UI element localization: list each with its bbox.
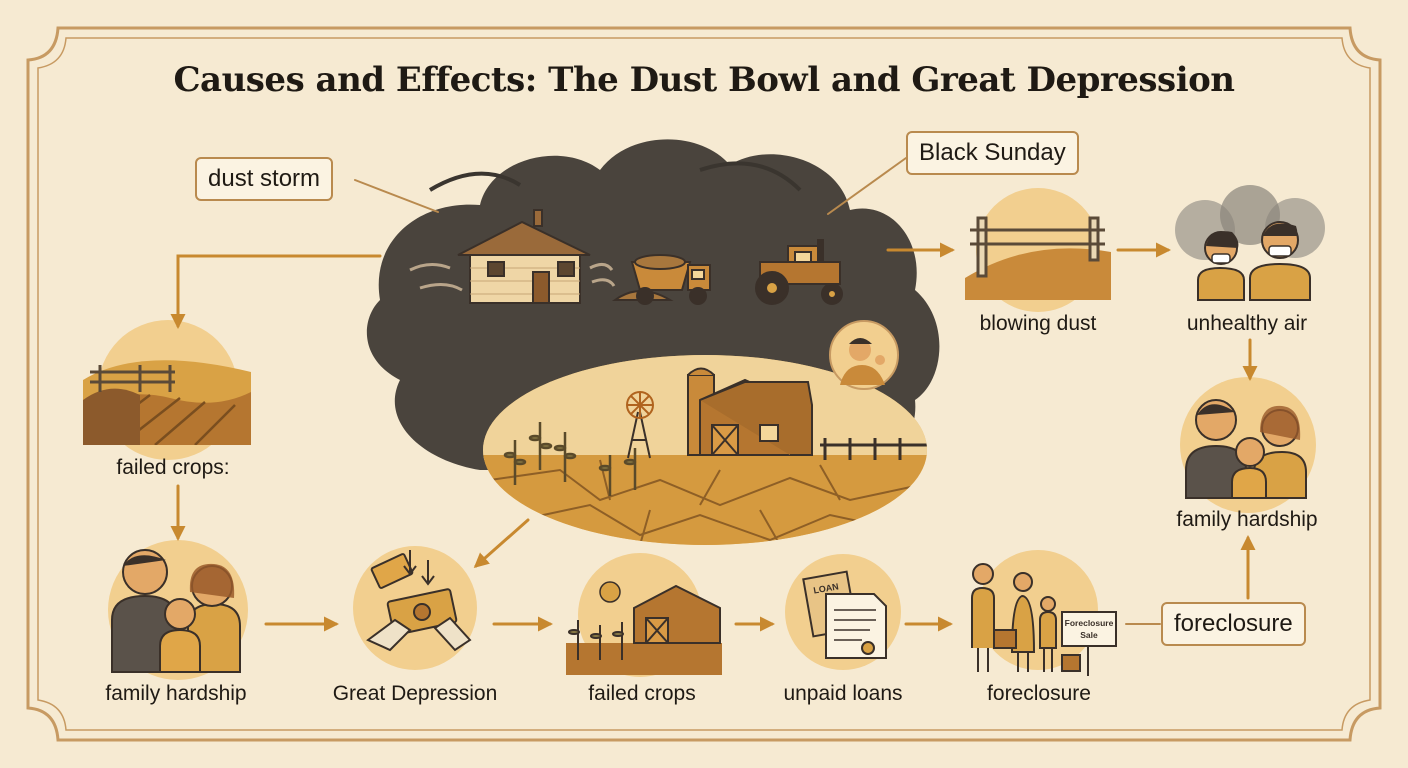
masked-people-icon	[1175, 185, 1325, 301]
node-failed-crops-bottom: failed crops	[588, 682, 696, 705]
connectors	[170, 157, 1258, 632]
node-unhealthy-air: unhealthy air	[1186, 312, 1308, 335]
family-icon	[1185, 399, 1307, 499]
node-family-hardship-right: family hardship	[1176, 508, 1318, 531]
tractor-icon	[755, 239, 843, 305]
windmill-icon	[626, 391, 654, 459]
page-title: Causes and Effects: The Dust Bowl and Gr…	[173, 60, 1235, 100]
callout-dust-storm: dust storm	[195, 157, 334, 201]
dump-truck-icon	[611, 254, 711, 305]
foreclosure-sign-icon: Foreclosure Sale	[971, 563, 1117, 676]
node-failed-crops-left: failed crops:	[116, 456, 230, 479]
node-blowing-dust: blowing dust	[979, 312, 1097, 335]
node-foreclosure-bottom: foreclosure	[987, 682, 1091, 705]
fence-icon	[965, 216, 1111, 300]
money-hands-icon	[366, 550, 472, 652]
loan-label: LOAN	[813, 581, 840, 595]
wind-lines	[409, 263, 616, 292]
node-family-hardship-left: family hardship	[105, 682, 247, 705]
coughing-person-icon	[829, 320, 899, 390]
node-unpaid-loans: unpaid loans	[783, 682, 903, 705]
barn-icon	[687, 367, 813, 456]
barn-field-icon	[566, 581, 722, 675]
callout-foreclosure: foreclosure	[1161, 602, 1306, 646]
sign-line-2: Sale	[1080, 630, 1098, 640]
failed-field-icon	[83, 360, 251, 445]
house-icon	[457, 209, 591, 304]
node-great-depression: Great Depression	[332, 682, 498, 705]
callout-black-sunday: Black Sunday	[906, 131, 1079, 175]
family-icon	[111, 549, 241, 673]
decorative-frame	[26, 26, 1382, 742]
sign-line-1: Foreclosure	[1065, 618, 1114, 628]
loan-papers-icon: LOAN	[802, 570, 887, 659]
